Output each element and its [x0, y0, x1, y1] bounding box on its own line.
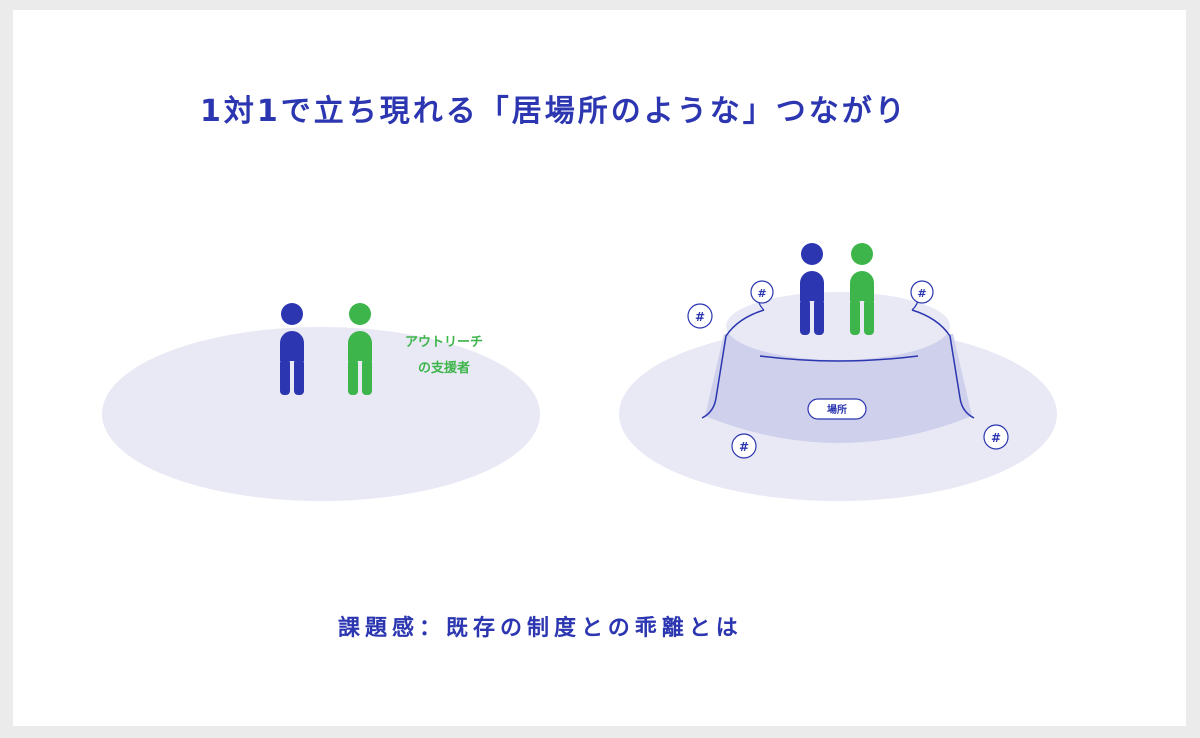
- right-blue-person-icon: [800, 243, 824, 335]
- platform-side: [705, 334, 972, 443]
- hashtag-symbol-icon: #: [757, 287, 766, 300]
- left-green-person-icon: [348, 303, 372, 395]
- hashtag-symbol-icon: #: [739, 440, 749, 454]
- right-green-person-icon: [850, 243, 874, 335]
- slide-caption: 課題感：既存の制度との乖離とは: [338, 616, 743, 641]
- supporter-label-line1: アウトリーチ: [405, 335, 483, 350]
- hashtag-bubble-2: #: [750, 280, 774, 311]
- hashtag-symbol-icon: #: [917, 287, 926, 300]
- left-ground-ellipse: [102, 327, 540, 501]
- platform-top: [726, 292, 950, 360]
- hashtag-bubble-1: #: [687, 303, 713, 329]
- hashtag-bubble-3: #: [910, 280, 934, 311]
- slide-title: 1対1で立ち現れる「居場所のような」つながり: [200, 94, 908, 129]
- place-badge: 場所: [807, 398, 867, 420]
- left-scene: アウトリーチ の支援者: [102, 303, 540, 501]
- right-scene: 場所 # # #: [619, 243, 1057, 501]
- hashtag-symbol-icon: #: [695, 310, 705, 324]
- hashtag-symbol-icon: #: [991, 431, 1001, 445]
- hashtag-bubble-4: #: [731, 433, 757, 459]
- platform-outline: [701, 309, 975, 419]
- place-label: 場所: [827, 403, 847, 416]
- left-blue-person-icon: [280, 303, 304, 395]
- platform-rim-line: [759, 355, 919, 362]
- hashtag-bubble-5: #: [983, 424, 1009, 450]
- supporter-label-line2: の支援者: [418, 360, 470, 376]
